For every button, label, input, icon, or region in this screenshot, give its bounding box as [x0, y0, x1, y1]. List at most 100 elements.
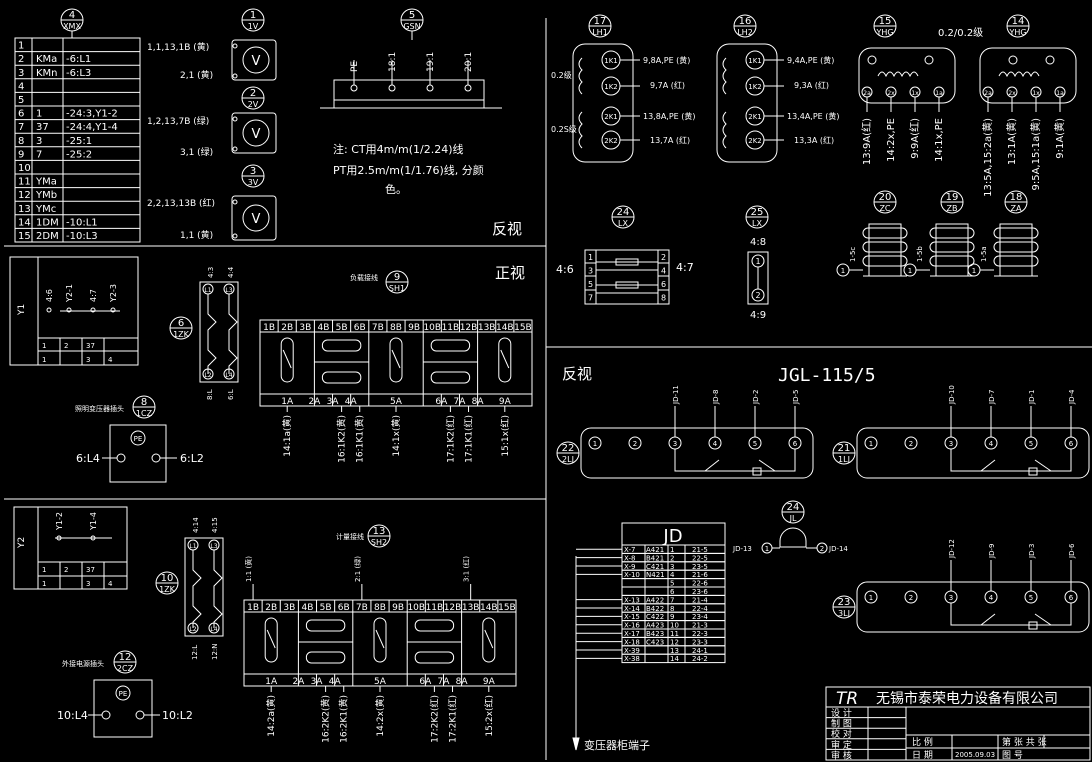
pt-terminal-label: 1a — [1056, 90, 1064, 97]
y-col-label: 4:7 — [89, 289, 98, 302]
xmx-row-device: 7 — [36, 149, 42, 160]
svg-text:JL: JL — [789, 514, 797, 523]
jd-cell: C423 — [646, 638, 664, 646]
pt-terminal-label: 2x — [1008, 90, 1016, 97]
svg-text:4:9: 4:9 — [750, 310, 766, 321]
xmx-row-num: 4 — [18, 81, 24, 92]
gsn-terminal-label: 18:1 — [388, 52, 398, 72]
jd-cell: X-13 — [624, 596, 640, 604]
svg-text:L3: L3 — [225, 287, 232, 294]
v1-symbol: V — [252, 54, 261, 69]
svg-text:PT用2.5m/m(1/1.76)线, 分颜: PT用2.5m/m(1/1.76)线, 分颜 — [333, 163, 484, 177]
relay-tag-num: 23 — [838, 597, 851, 608]
svg-text:1ZK: 1ZK — [173, 330, 190, 339]
relay-contact-blade — [980, 459, 996, 472]
company-logo: TR — [836, 689, 858, 709]
sh-top-label: 9B — [392, 603, 404, 613]
y-col-label: 4:6 — [45, 289, 54, 302]
xmx-row-num: 6 — [18, 109, 24, 120]
relay-lead-label: JD-7 — [988, 390, 996, 405]
sh-bottom-label: 2A — [308, 397, 321, 407]
svg-text:1K2: 1K2 — [748, 83, 762, 91]
svg-text:负载接线: 负载接线 — [350, 273, 378, 282]
insulator-body — [935, 223, 969, 277]
sh-top-label: 5B — [336, 323, 348, 333]
relay-contact-blade — [980, 613, 996, 626]
xmx-row-target: -24:4,Y1-4 — [66, 122, 118, 133]
relay-terminal — [864, 436, 878, 450]
y-bottom-num: 1 — [42, 342, 46, 350]
svg-text:色。: 色。 — [385, 182, 407, 196]
pt-wire-label: 14:2x,PE — [886, 118, 897, 162]
svg-text:GSN: GSN — [403, 22, 420, 31]
xmx-row-device: 1DM — [36, 217, 59, 228]
svg-text:8: 8 — [141, 397, 147, 408]
jd-cell: X-7 — [624, 546, 635, 554]
relay-coil — [1028, 467, 1038, 476]
xmx-row-target: -6:L1 — [66, 54, 91, 65]
lx24-left-num: 5 — [588, 280, 593, 289]
xmx-row-num: 1 — [18, 41, 24, 52]
frame-lines — [4, 18, 1092, 760]
jd-cell: 10 — [670, 622, 679, 630]
jd-cell: 23-5 — [692, 563, 708, 571]
sh-wire-label: 17:1K2(红) — [444, 415, 456, 463]
jd-cell: A421 — [646, 546, 664, 554]
relay-terminal-num: 4 — [713, 440, 718, 448]
lx24-right-num: 4 — [661, 267, 666, 276]
svg-text:4:3: 4:3 — [207, 267, 215, 278]
pt-wire-label: 13:9A(红) — [860, 118, 873, 165]
gsn-terminal-label: 20:1 — [464, 52, 474, 72]
sh-top-label: 12B — [444, 603, 462, 613]
relay-lead-label: JD-5 — [792, 390, 800, 405]
pt-terminal-label: 1x — [1032, 90, 1040, 97]
company-name: 无锡市泰荣电力设备有限公司 — [876, 690, 1058, 707]
svg-text:L1: L1 — [189, 543, 196, 550]
jd-cell: X-9 — [624, 563, 635, 571]
xmx-row-num: 12 — [18, 190, 31, 201]
sh-top-label: 7B — [356, 603, 368, 613]
insulator-shed — [929, 255, 975, 267]
relay-lead-label: JD-3 — [1028, 544, 1036, 559]
svg-text:2K2: 2K2 — [604, 137, 618, 145]
relay-terminal-num: 4 — [989, 440, 994, 448]
sh-link-bar — [321, 371, 362, 384]
relay-terminal-num: 1 — [869, 440, 873, 448]
lx24-left-num: 3 — [588, 267, 593, 276]
zk2-block: 10 1ZK L1 L3 L2 L4 4:14 4:15 12:L 12:N — [155, 517, 224, 660]
insulator-tag-num: 20 — [879, 192, 892, 203]
jd-cell: 13 — [670, 647, 679, 655]
sh-switch-slot — [482, 617, 496, 663]
y-contact — [66, 307, 72, 313]
xmx-row-num: 2 — [18, 54, 24, 65]
y-bottom-num: 4 — [108, 356, 113, 364]
insulator-shed — [862, 227, 908, 239]
pt-terminal-label: 1a — [935, 90, 943, 97]
svg-text:15: 15 — [879, 16, 892, 27]
gsn-terminal-label: PE — [350, 61, 360, 72]
sh-above-label: 3:1 (红) — [462, 556, 471, 582]
xmx-tag-num: 4 — [69, 10, 75, 21]
svg-text:图 号: 图 号 — [1002, 750, 1023, 761]
relay-lead-label: JD-12 — [948, 539, 956, 559]
pt-terminal-label: 2x — [887, 90, 895, 97]
xmx-row-device: 1 — [36, 109, 42, 120]
y-bottom-num: 37 — [86, 342, 95, 350]
relay-lead-label: JD-1 — [1028, 390, 1036, 405]
sh-wire-label: 14:2a(黄) — [265, 695, 277, 737]
wiring-note: 注: CT用4m/m(1/2.24)线 PT用2.5m/m(1/1.76)线, … — [333, 142, 484, 196]
reverse-view-label: 反视 — [492, 220, 522, 238]
sh-switch-blade — [266, 629, 276, 649]
xmx-row-num: 15 — [18, 231, 31, 242]
svg-text:14: 14 — [1012, 16, 1025, 27]
svg-text:8:L: 8:L — [206, 389, 214, 400]
reverse-view-label-2: 反视 — [562, 365, 592, 383]
relay-terminal-num: 3 — [949, 594, 953, 602]
jd-cell: 5 — [670, 580, 674, 588]
svg-text:9: 9 — [394, 272, 400, 283]
svg-text:2V: 2V — [248, 100, 259, 109]
